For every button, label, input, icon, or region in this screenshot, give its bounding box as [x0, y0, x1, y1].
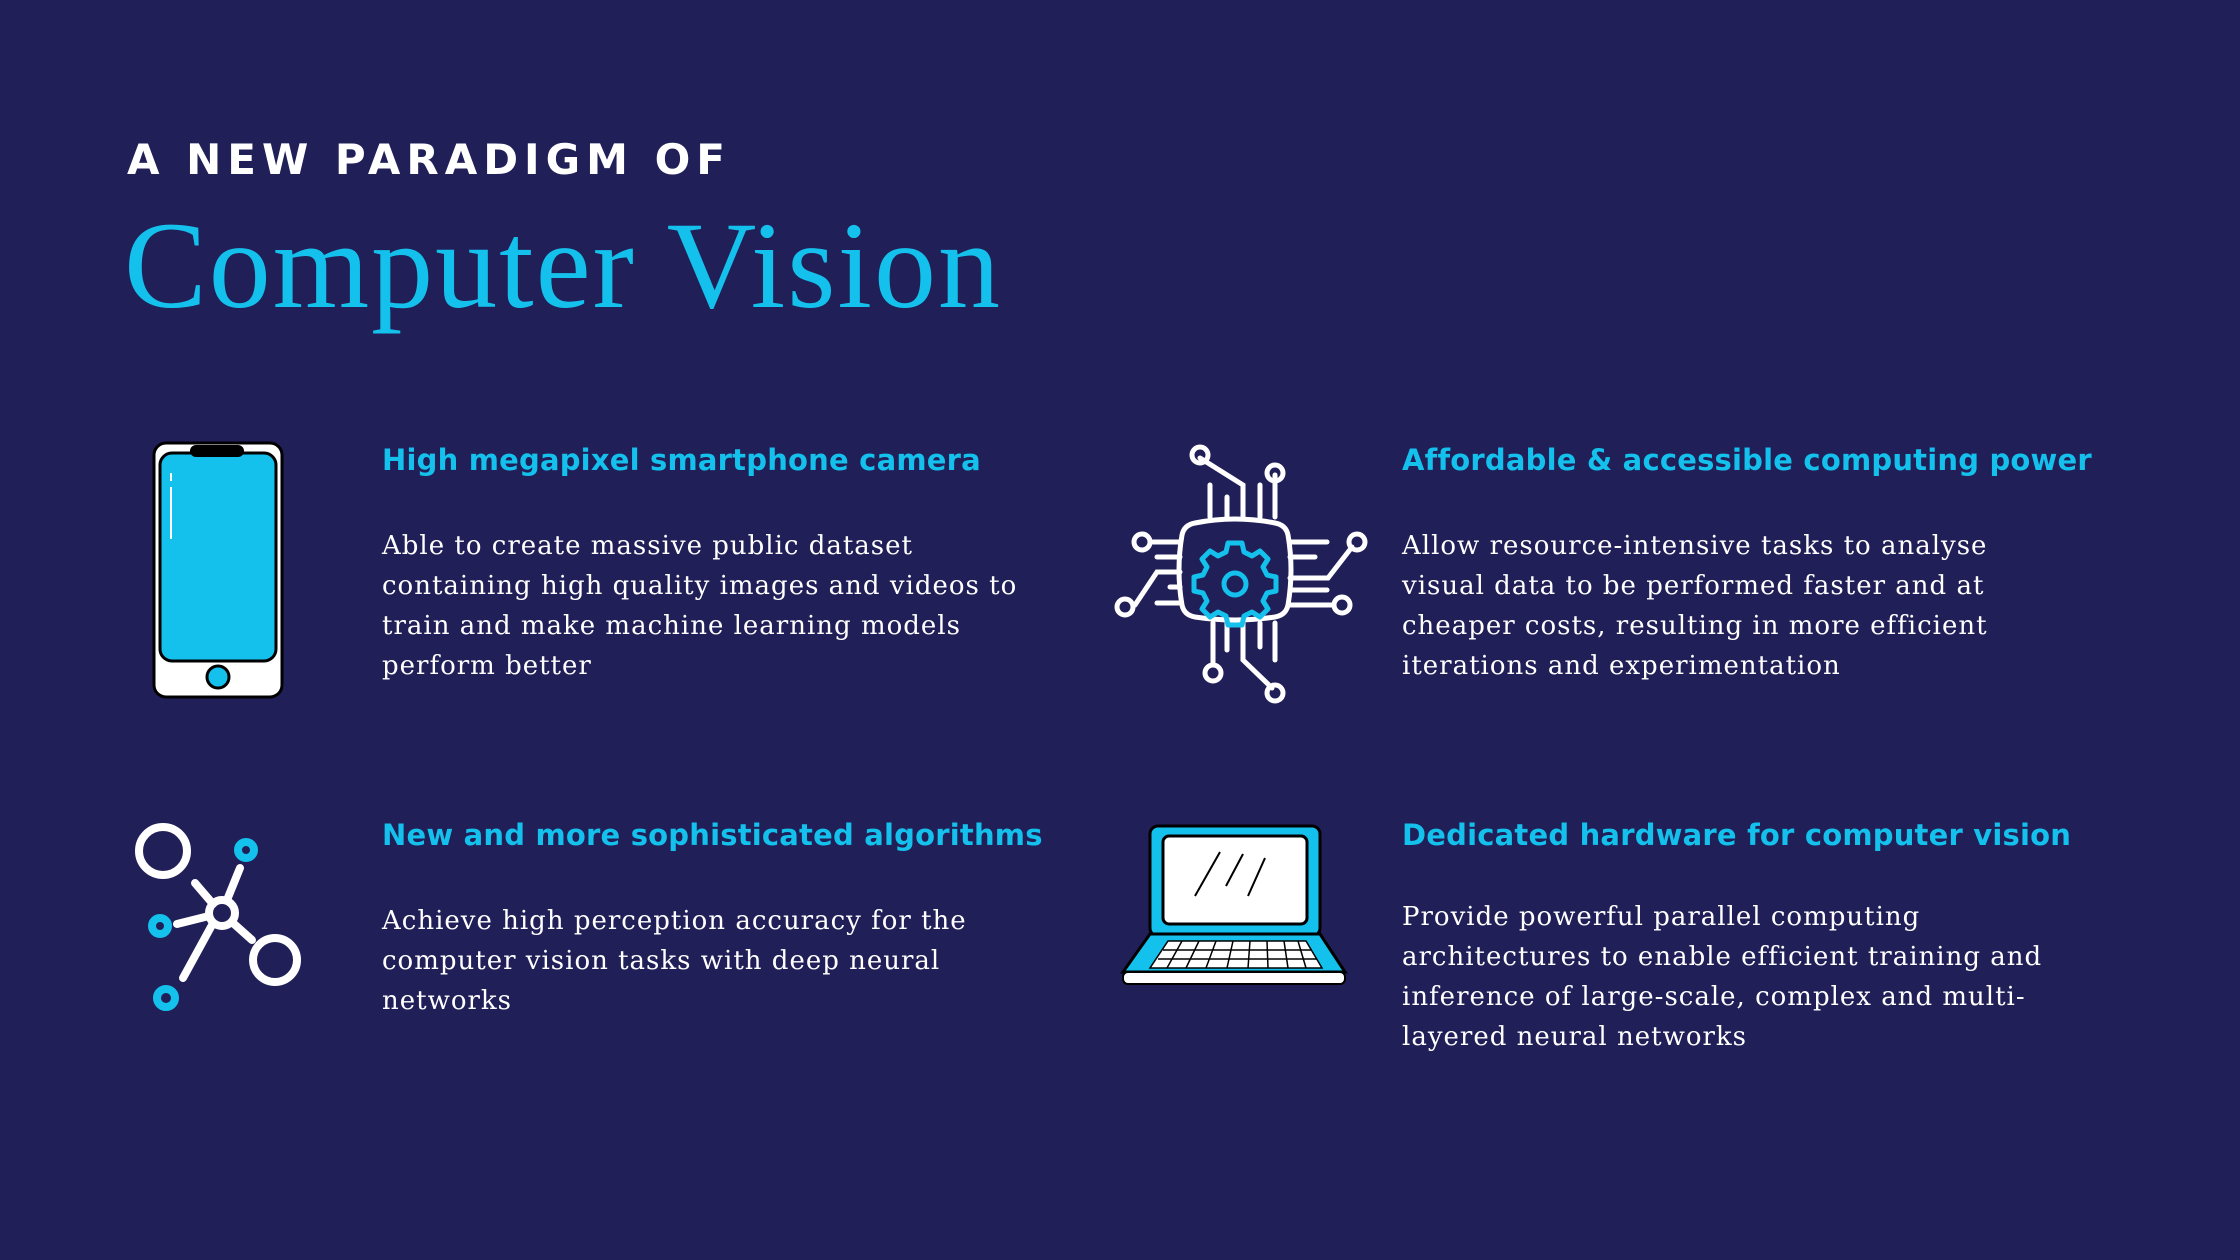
- smartphone-icon: [152, 441, 284, 699]
- feature-body: Allow resource-intensive tasks to analys…: [1402, 531, 1988, 681]
- network-nodes-icon: [130, 818, 310, 1018]
- feature-body: Achieve high perception accuracy for the…: [382, 906, 967, 1016]
- feature-heading: Dedicated hardware for computer vision: [1402, 818, 2072, 852]
- feature-body: Able to create massive public dataset co…: [382, 531, 1018, 681]
- laptop-icon: [1120, 822, 1348, 988]
- feature-body: Provide powerful parallel computing arch…: [1402, 902, 2043, 1052]
- feature-heading: Affordable & accessible computing power: [1402, 443, 2092, 477]
- feature-heading: High megapixel smartphone camera: [382, 443, 981, 477]
- eyebrow-heading: A NEW PARADIGM OF: [127, 135, 731, 184]
- feature-heading: New and more sophisticated algorithms: [382, 818, 1043, 852]
- processor-chip-gear-icon: [1100, 435, 1370, 705]
- page-title: Computer Vision: [124, 197, 1002, 334]
